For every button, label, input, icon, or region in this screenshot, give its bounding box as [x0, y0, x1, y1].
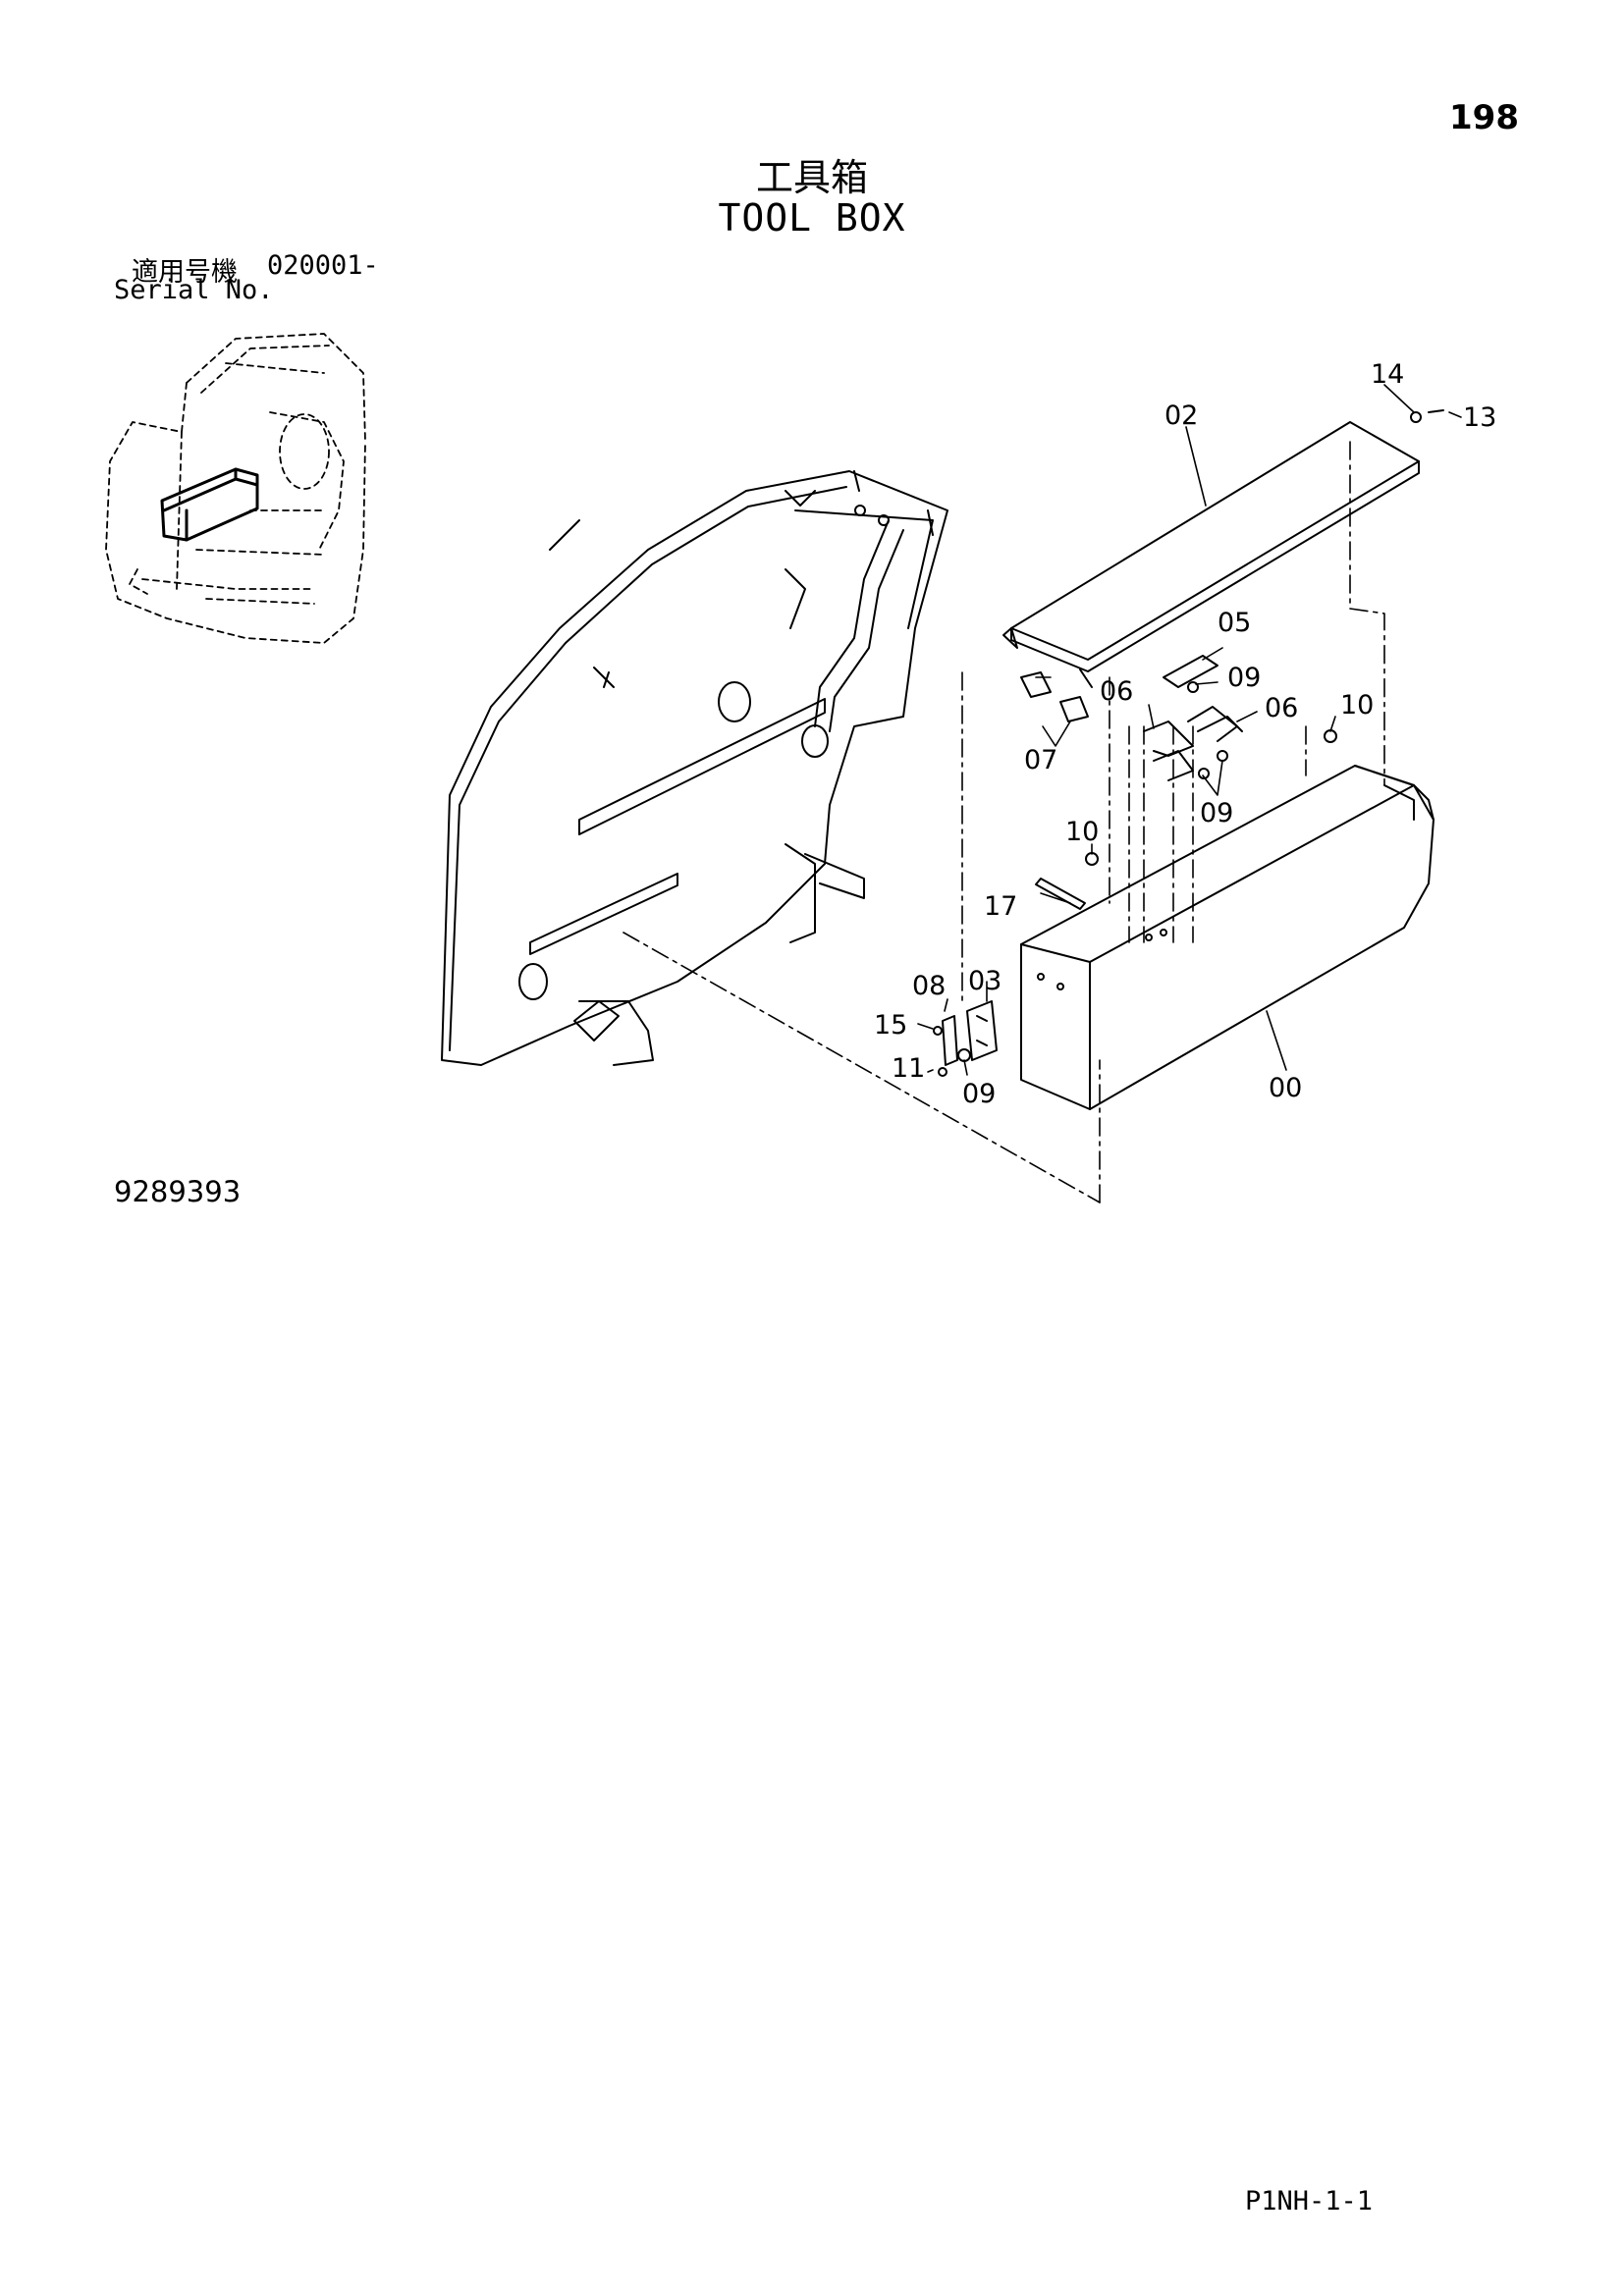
fender-panel: [441, 470, 948, 1066]
part-label-09b: 09: [1200, 798, 1233, 828]
locator-thumbnail: [105, 333, 366, 644]
exploded-parts-diagram: 02 14 13 05 09 06 06 10 07 09 10 17 08 0…: [105, 333, 1496, 1203]
part-label-10b: 10: [1065, 817, 1099, 847]
part-label-11: 11: [892, 1053, 925, 1084]
part-label-06b: 06: [1265, 693, 1298, 723]
small-parts: [933, 409, 1444, 1077]
part-label-00: 00: [1269, 1073, 1302, 1103]
part-label-06a: 06: [1100, 676, 1133, 707]
page-number: 198: [1449, 98, 1519, 137]
serial-label-english: Serial No.: [114, 275, 274, 305]
part-label-03: 03: [968, 966, 1001, 996]
title-english: TOOL BOX: [718, 196, 906, 240]
part-label-08: 08: [912, 971, 946, 1001]
part-label-02: 02: [1164, 400, 1198, 431]
part-label-09c: 09: [962, 1079, 996, 1109]
part-label-05: 05: [1218, 608, 1251, 638]
serial-value: 020001-: [267, 250, 379, 281]
part-label-07: 07: [1024, 745, 1057, 775]
part-label-13: 13: [1463, 402, 1496, 433]
tool-box-lid: [1002, 421, 1420, 688]
part-label-14: 14: [1371, 359, 1404, 390]
title-japanese: 工具箱: [755, 156, 868, 199]
sheet-code: P1NH-1-1: [1245, 2186, 1374, 2216]
tool-box-body: [1020, 765, 1435, 1110]
part-label-10a: 10: [1340, 690, 1374, 721]
serial-label-japanese: 適用号機: [132, 257, 238, 288]
part-number-labels: 02 14 13 05 09 06 06 10 07 09 10 17 08 0…: [874, 359, 1496, 1109]
leader-lines: [917, 384, 1462, 1076]
part-label-09a: 09: [1227, 663, 1261, 693]
part-label-17: 17: [984, 891, 1017, 922]
part-label-15: 15: [874, 1010, 907, 1041]
drawing-number: 9289393: [114, 1175, 242, 1208]
